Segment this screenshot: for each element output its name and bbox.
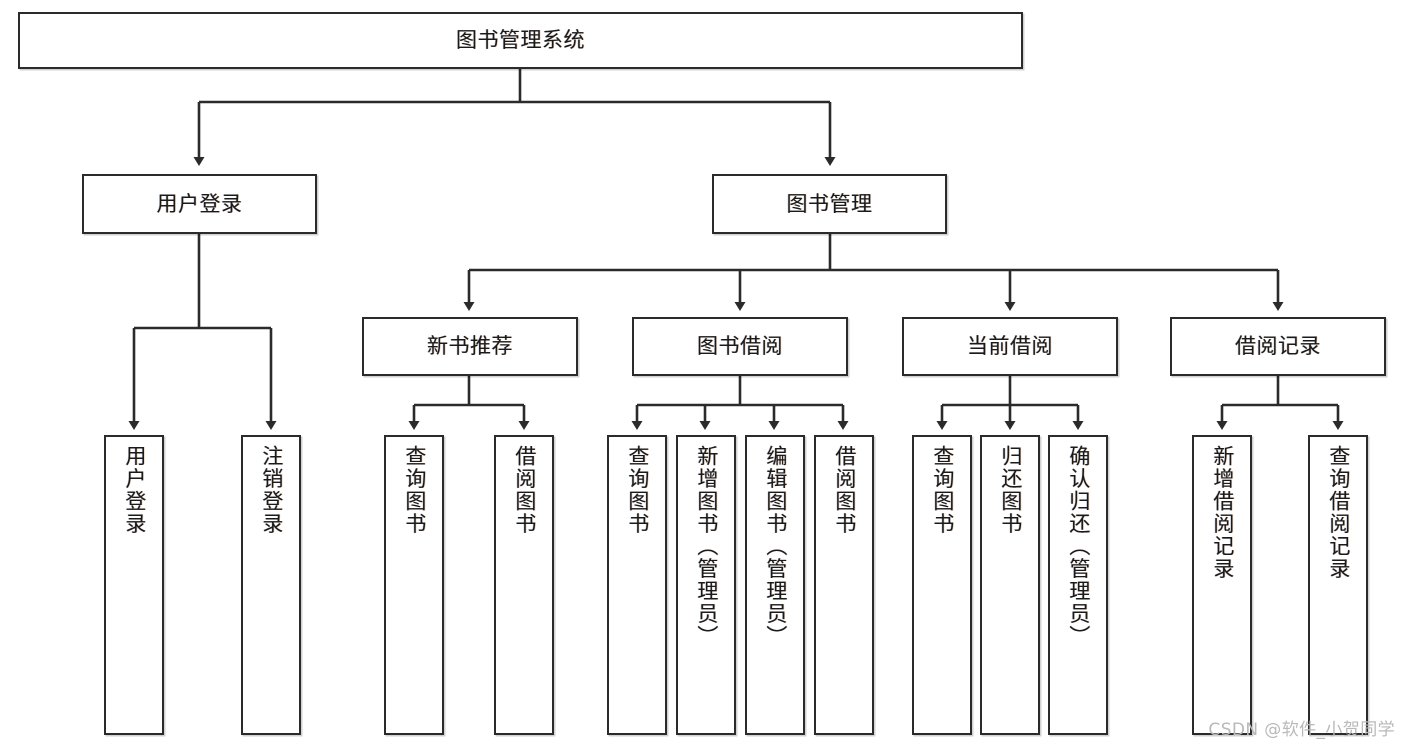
node-leaf-add-borrow-record[interactable]: 新增借阅记录 xyxy=(1192,435,1252,735)
node-leaf-user-login[interactable]: 用户登录 xyxy=(104,435,164,735)
node-label: 归还图书 xyxy=(998,445,1023,535)
node-leaf-return-book[interactable]: 归还图书 xyxy=(980,435,1040,735)
node-leaf-add-book-admin[interactable]: 新增图书（管理员） xyxy=(676,435,736,735)
node-leaf-query-borrow-record[interactable]: 查询借阅记录 xyxy=(1308,435,1368,735)
node-leaf-query-book-borrow[interactable]: 查询图书 xyxy=(607,435,667,735)
node-leaf-confirm-return-admin[interactable]: 确认归还（管理员） xyxy=(1048,435,1108,735)
node-label: 查询图书 xyxy=(402,445,427,535)
node-label: 确认归还（管理员） xyxy=(1066,445,1091,648)
node-label: 借阅图书 xyxy=(512,445,537,535)
node-label: 用户登录 xyxy=(122,445,147,535)
csdn-watermark: CSDN @软件_小贺同学 xyxy=(1208,720,1395,740)
node-root-system[interactable]: 图书管理系统 xyxy=(18,12,1023,69)
node-leaf-query-book-current[interactable]: 查询图书 xyxy=(912,435,972,735)
node-label: 编辑图书（管理员） xyxy=(763,445,788,648)
node-label: 查询图书 xyxy=(930,445,955,535)
node-leaf-query-book-new[interactable]: 查询图书 xyxy=(384,435,444,735)
node-label: 图书管理 xyxy=(786,191,873,216)
node-label: 当前借阅 xyxy=(967,334,1053,359)
node-label: 借阅图书 xyxy=(832,445,857,535)
node-leaf-logout[interactable]: 注销登录 xyxy=(241,435,301,735)
node-new-book-recommend[interactable]: 新书推荐 xyxy=(362,317,578,376)
node-label: 图书借阅 xyxy=(697,334,783,359)
node-label: 新增借阅记录 xyxy=(1210,445,1235,580)
node-label: 注销登录 xyxy=(259,445,284,535)
node-label: 新增图书（管理员） xyxy=(694,445,719,648)
node-label: 借阅记录 xyxy=(1235,334,1321,359)
node-leaf-borrow-book-new[interactable]: 借阅图书 xyxy=(494,435,554,735)
node-label: 查询借阅记录 xyxy=(1326,445,1351,580)
node-label: 图书管理系统 xyxy=(456,28,585,53)
node-label: 用户登录 xyxy=(156,191,243,216)
node-label: 新书推荐 xyxy=(427,334,513,359)
node-leaf-borrow-book[interactable]: 借阅图书 xyxy=(814,435,874,735)
node-current-borrow[interactable]: 当前借阅 xyxy=(902,317,1118,376)
node-book-borrow[interactable]: 图书借阅 xyxy=(632,317,848,376)
node-leaf-edit-book-admin[interactable]: 编辑图书（管理员） xyxy=(745,435,805,735)
node-label: 查询图书 xyxy=(625,445,650,535)
node-book-management[interactable]: 图书管理 xyxy=(712,174,947,234)
node-user-login[interactable]: 用户登录 xyxy=(82,174,317,234)
node-borrow-record[interactable]: 借阅记录 xyxy=(1170,317,1386,376)
